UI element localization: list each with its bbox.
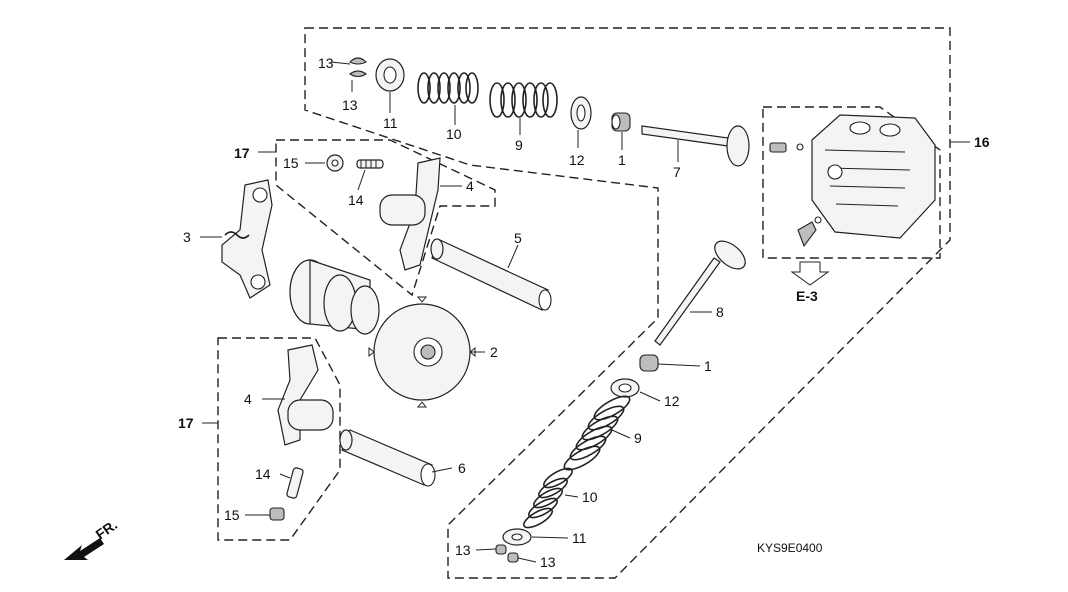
front-label: FR.: [93, 516, 121, 542]
rocker-arm-4-upper: [379, 157, 441, 271]
label-4: 4: [244, 391, 252, 407]
ref-arrow-icon: [790, 261, 830, 286]
spring-retainer-11-lower: [502, 528, 532, 546]
label-14: 14: [255, 466, 271, 482]
label-17: 17: [234, 145, 250, 161]
label-16: 16: [974, 134, 990, 150]
label-10: 10: [446, 126, 462, 142]
intake-valve-7: [641, 125, 750, 167]
label-1: 1: [704, 358, 712, 374]
cap-nut-15-lower: [269, 507, 285, 521]
exhaust-valve-8: [654, 240, 746, 346]
spring-seat-12-top: [570, 96, 592, 130]
cap-nut-15-upper: [326, 154, 344, 172]
rocker-shaft-5: [430, 238, 552, 311]
label-7: 7: [673, 164, 681, 180]
label-2: 2: [490, 344, 498, 360]
stem-seal-1-lower: [639, 354, 659, 372]
outer-spring-9-top: [489, 82, 558, 118]
label-13: 13: [342, 97, 358, 113]
diagram-code: KYS9E0400: [757, 541, 823, 555]
cylinder-head-outline: [762, 106, 941, 259]
adjuster-screw-14-upper: [356, 159, 384, 169]
spring-seat-12-lower: [610, 378, 640, 398]
label-13: 13: [455, 542, 471, 558]
inner-spring-10-top: [417, 72, 479, 104]
label-11: 11: [572, 530, 587, 546]
label-15: 15: [224, 507, 240, 523]
group-16-outline: [304, 27, 951, 579]
inner-spring-10-lower: [523, 467, 573, 529]
group-17-lower-outline: [217, 337, 341, 541]
label-3: 3: [183, 229, 191, 245]
camshaft-2: [289, 259, 476, 408]
label-4: 4: [466, 178, 474, 194]
front-direction-arrow-icon: FR.: [64, 516, 120, 560]
rocker-shaft-6: [339, 429, 436, 487]
cotter-13-top: [349, 57, 367, 78]
label-1: 1: [618, 152, 626, 168]
label-14: 14: [348, 192, 364, 208]
decompressor-3: [221, 179, 273, 299]
leader-lines: [200, 61, 970, 563]
outer-spring-9-lower: [563, 395, 631, 471]
stem-seal-1-top: [611, 112, 631, 132]
adjuster-screw-14-lower: [286, 467, 304, 499]
label-15: 15: [283, 155, 299, 171]
rocker-arm-4-lower: [277, 344, 334, 446]
cotter-13-lower: [495, 544, 519, 563]
group-17-upper-outline: [275, 139, 496, 297]
label-11: 11: [383, 115, 398, 131]
label-13: 13: [318, 55, 334, 71]
label-10: 10: [582, 489, 598, 505]
label-9: 9: [634, 430, 642, 446]
reference-label: E-3: [796, 288, 818, 304]
cylinder-head: [769, 114, 936, 248]
label-9: 9: [515, 137, 523, 153]
label-5: 5: [514, 230, 522, 246]
label-13: 13: [540, 554, 556, 570]
label-8: 8: [716, 304, 724, 320]
label-12: 12: [664, 393, 680, 409]
spring-retainer-11-top: [375, 58, 405, 92]
label-6: 6: [458, 460, 466, 476]
label-17: 17: [178, 415, 194, 431]
label-12: 12: [569, 152, 585, 168]
